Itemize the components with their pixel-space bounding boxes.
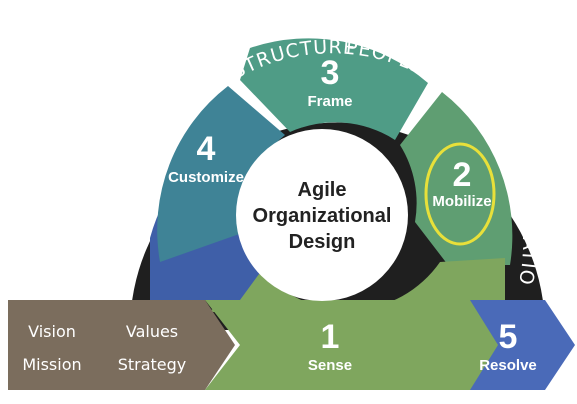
segment-frame-number: 3 <box>321 54 340 92</box>
segment-customize <box>157 86 285 262</box>
left-box-strategy: Strategy <box>118 355 187 374</box>
segment-sense-number: 1 <box>321 318 340 356</box>
left-box-mission: Mission <box>22 355 81 374</box>
segment-sense-label: Sense <box>308 357 352 374</box>
segment-mobilize <box>400 92 513 265</box>
sense-band <box>205 300 505 390</box>
left-box-values: Values <box>126 322 178 341</box>
segment-frame <box>240 38 428 140</box>
left-box-vision: Vision <box>28 322 76 341</box>
resolve-arrow <box>470 300 575 390</box>
center-title-line2: Organizational <box>253 205 392 227</box>
segment-frame-label: Frame <box>307 93 352 110</box>
segment-sense <box>205 258 505 312</box>
segment-customize-number: 4 <box>197 130 216 168</box>
segment-customize-label: Customize <box>168 169 244 186</box>
segment-mobilize-label: Mobilize <box>432 193 491 210</box>
mobilize-highlight-circle <box>424 142 496 246</box>
center-title-line1: Agile <box>298 179 347 201</box>
left-box <box>8 300 235 390</box>
center-title-line3: Design <box>289 231 356 253</box>
center-circle <box>236 129 408 301</box>
segment-mobilize-number: 2 <box>453 156 472 194</box>
segment-resolve-label: Resolve <box>479 357 537 374</box>
segment-resolve-number: 5 <box>499 318 518 356</box>
